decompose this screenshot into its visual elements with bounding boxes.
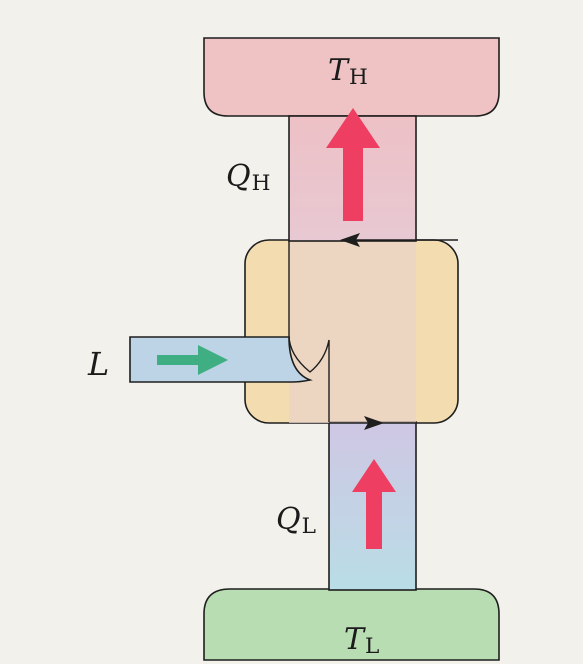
work-in-symbol: L (88, 345, 110, 383)
heat-in-symbol: Q (276, 502, 301, 537)
cold-reservoir-subscript: L (365, 633, 380, 659)
bottom-flow-arrowhead (364, 416, 384, 430)
heat-in-arrow (352, 459, 396, 549)
work-in-arrow (157, 345, 228, 375)
hot-reservoir (203, 37, 500, 117)
hot-reservoir-subscript: H (349, 64, 368, 90)
top-flow-arrowhead (340, 233, 360, 247)
cold-reservoir-symbol: T (344, 622, 365, 657)
device-channel-edge (288, 240, 330, 422)
heat-out-label: QH (226, 159, 271, 196)
heat-out-subscript: H (251, 170, 271, 196)
heat-out-symbol: Q (226, 159, 251, 194)
device-inner-channel (289, 240, 416, 423)
hot-reservoir-label: TH (328, 53, 368, 90)
cold-reservoir (203, 588, 500, 661)
cold-reservoir-label: TL (344, 622, 380, 659)
hot-reservoir-symbol: T (328, 53, 349, 88)
heat-in-label: QL (276, 502, 316, 539)
heat-in-subscript: L (301, 513, 316, 539)
heat-out-arrow (326, 108, 380, 221)
work-in-label: L (88, 348, 109, 380)
